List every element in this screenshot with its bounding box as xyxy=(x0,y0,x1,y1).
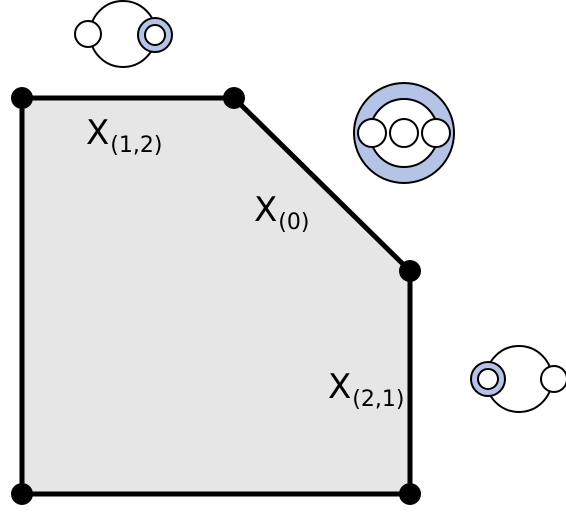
edge-label-right: X(2,1) xyxy=(328,367,404,411)
edge-label-top-main: X xyxy=(86,113,110,153)
shaded-annulus-with-three-holes-icon xyxy=(353,82,455,184)
edge-label-top: X(1,2) xyxy=(86,113,162,157)
edge-label-diagonal: X(0) xyxy=(254,190,309,234)
edge-label-right-main: X xyxy=(328,367,352,407)
surface-with-shaded-left-hole-icon xyxy=(470,345,566,413)
vertex-top-left xyxy=(11,87,33,109)
edge-label-diagonal-sub: (0) xyxy=(278,210,310,235)
surface-with-shaded-right-hole-icon xyxy=(74,0,173,68)
vertex-top-right xyxy=(223,87,245,109)
edge-diagonal xyxy=(232,96,412,273)
edge-label-right-sub: (2,1) xyxy=(352,387,405,412)
vertex-bottom-left xyxy=(11,483,33,505)
edge-label-diagonal-main: X xyxy=(254,190,278,230)
vertex-bottom-right xyxy=(399,483,421,505)
vertex-right-top xyxy=(399,260,421,282)
polygon-region xyxy=(22,98,410,494)
edge-label-top-sub: (1,2) xyxy=(110,133,163,158)
